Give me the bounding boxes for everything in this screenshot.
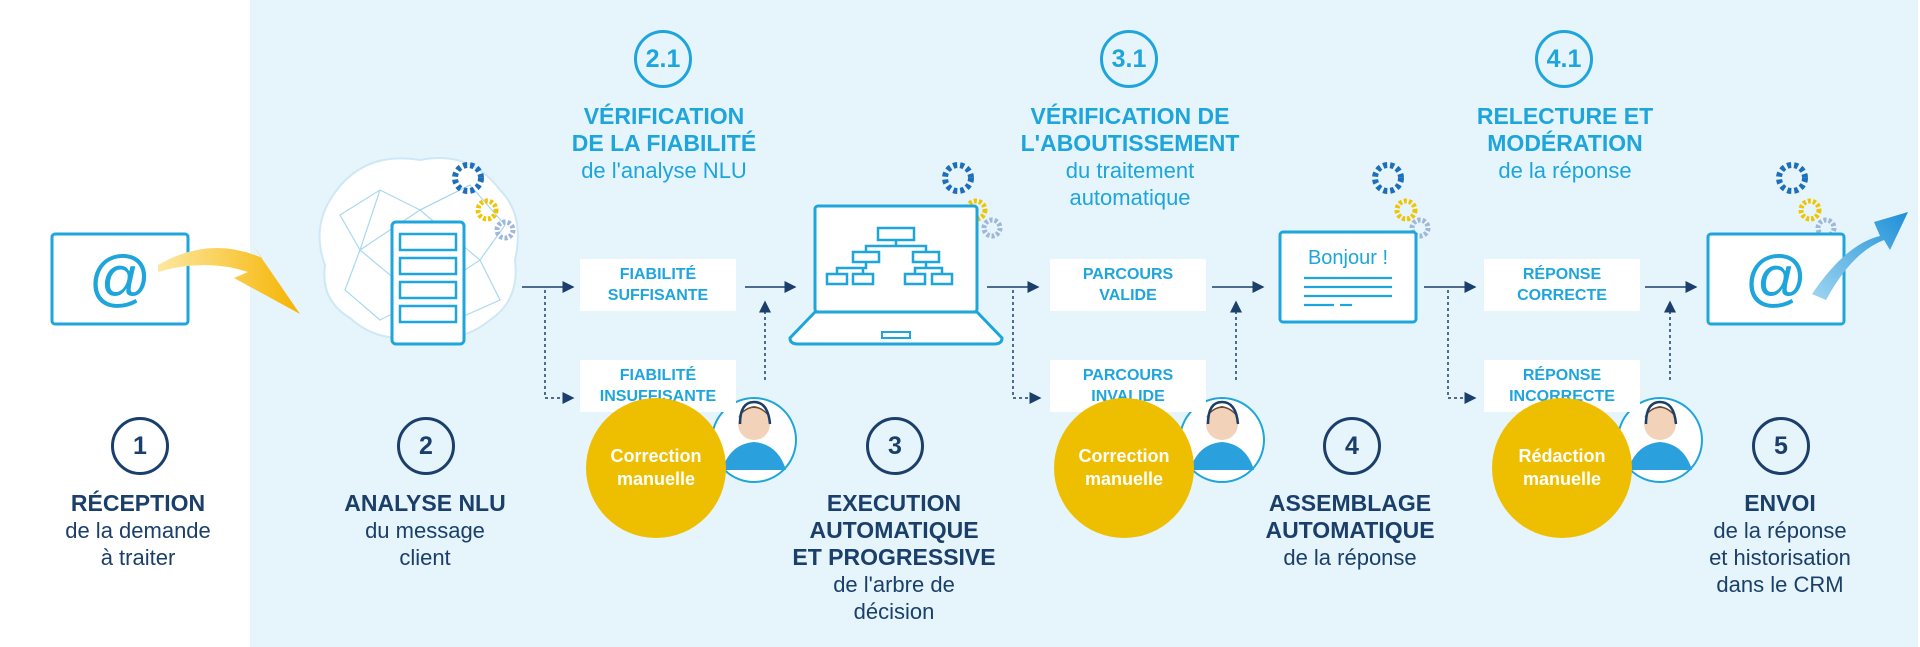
step-subtitle: de l'arbre de	[833, 572, 955, 597]
document-greeting: Bonjour !	[1307, 247, 1389, 269]
label-line: VALIDE	[1099, 287, 1157, 304]
label-line: FIABILITÉ	[619, 266, 697, 283]
label-line: CORRECTE	[1517, 287, 1607, 304]
agent-avatar-2	[1179, 397, 1265, 483]
incoming-arrow-icon	[158, 244, 300, 314]
step-title: RÉCEPTION	[70, 490, 206, 516]
manual-line: Correction	[610, 446, 702, 466]
step-subtitle: de la réponse	[1713, 518, 1847, 543]
label-line: SUFFISANTE	[607, 287, 709, 304]
server-icon	[390, 220, 466, 346]
label-reponse-incorrecte: RÉPONSE INCORRECTE	[1484, 360, 1640, 412]
label-parcours-valide: PARCOURS VALIDE	[1050, 259, 1206, 311]
email-icon-outbox	[1706, 232, 1846, 326]
step-title: ASSEMBLAGE	[1268, 490, 1432, 516]
check-caption-4-1: RELECTURE ET MODÉRATION de la réponse	[1445, 103, 1685, 184]
check-title-line: RELECTURE ET	[1476, 103, 1654, 129]
label-line: PARCOURS	[1082, 367, 1174, 384]
label-line: INSUFFISANTE	[599, 388, 717, 405]
step-number-4: 4	[1323, 417, 1381, 475]
laptop-icon	[788, 204, 1004, 346]
manual-line: Rédaction	[1518, 446, 1606, 466]
check-title-line: L'ABOUTISSEMENT	[1020, 130, 1240, 156]
label-line: RÉPONSE	[1522, 266, 1602, 283]
check-subtitle: de l'analyse NLU	[581, 158, 747, 183]
step-subtitle: et historisation	[1709, 545, 1851, 570]
step-title: ET PROGRESSIVE	[792, 544, 996, 570]
step-title: AUTOMATIQUE	[1265, 517, 1435, 543]
step-title: ENVOI	[1744, 490, 1816, 516]
gears-icon-3	[1372, 162, 1431, 239]
label-reponse-correcte: RÉPONSE CORRECTE	[1484, 259, 1640, 311]
step-subtitle: de la réponse	[1283, 545, 1417, 570]
label-line: PARCOURS	[1082, 266, 1174, 283]
manual-correction-circle-2: Correction manuelle	[1054, 398, 1194, 538]
step-number-3: 3	[866, 417, 924, 475]
gears-icon-2	[942, 162, 1003, 239]
check-number-4-1: 4.1	[1535, 30, 1593, 88]
step-title: ANALYSE NLU	[344, 490, 506, 516]
outgoing-arrow-icon	[1812, 212, 1908, 300]
step-subtitle: dans le CRM	[1716, 572, 1844, 597]
step-number-2: 2	[397, 417, 455, 475]
fallback-arrows	[544, 290, 1676, 404]
manual-writing-circle: Rédaction manuelle	[1492, 398, 1632, 538]
label-line: INCORRECTE	[1509, 388, 1615, 405]
manual-line: manuelle	[616, 469, 696, 489]
check-title-line: VÉRIFICATION	[583, 103, 745, 129]
agent-avatar-3	[1617, 397, 1703, 483]
step-subtitle: client	[399, 545, 451, 570]
label-line: RÉPONSE	[1522, 367, 1602, 384]
check-caption-2-1: VÉRIFICATION DE LA FIABILITÉ de l'analys…	[544, 103, 784, 184]
email-at-symbol-inbox: @	[88, 244, 152, 313]
agent-avatar-1	[711, 397, 797, 483]
step-caption-3: EXECUTION AUTOMATIQUE ET PROGRESSIVE de …	[774, 490, 1014, 625]
check-title-line: VÉRIFICATION DE	[1030, 103, 1230, 129]
check-title-line: DE LA FIABILITÉ	[571, 130, 757, 156]
step-caption-5: ENVOI de la réponse et historisation dan…	[1665, 490, 1895, 598]
check-number-2-1: 2.1	[634, 30, 692, 88]
manual-correction-circle-1: Correction manuelle	[586, 398, 726, 538]
email-icon-inbox	[50, 232, 190, 326]
process-panel	[250, 0, 1918, 647]
manual-line: manuelle	[1084, 469, 1164, 489]
step-title: EXECUTION	[826, 490, 962, 516]
step-title: AUTOMATIQUE	[809, 517, 979, 543]
step-caption-1: RÉCEPTION de la demande à traiter	[28, 490, 248, 571]
step-number-5: 5	[1752, 417, 1810, 475]
step-caption-2: ANALYSE NLU du message client	[310, 490, 540, 571]
step-subtitle: à traiter	[100, 545, 176, 570]
check-number-3-1: 3.1	[1100, 30, 1158, 88]
check-subtitle: du traitement	[1065, 158, 1195, 183]
step-subtitle: du message	[365, 518, 485, 543]
gears-icon-1	[452, 162, 516, 241]
check-subtitle: de la réponse	[1498, 158, 1632, 183]
step-number-1: 1	[111, 417, 169, 475]
label-fiabilite-suffisante: FIABILITÉ SUFFISANTE	[580, 259, 736, 311]
label-line: FIABILITÉ	[619, 367, 697, 384]
step-subtitle: décision	[853, 599, 935, 624]
document-icon	[1278, 230, 1418, 324]
label-fiabilite-insuffisante: FIABILITÉ INSUFFISANTE	[580, 360, 736, 412]
email-at-symbol-outbox: @	[1744, 244, 1808, 313]
step-subtitle: de la demande	[65, 518, 211, 543]
manual-line: Correction	[1078, 446, 1170, 466]
check-caption-3-1: VÉRIFICATION DE L'ABOUTISSEMENT du trait…	[1000, 103, 1260, 211]
gears-icon-4	[1776, 162, 1837, 239]
check-title-line: MODÉRATION	[1487, 130, 1643, 156]
step-caption-4: ASSEMBLAGE AUTOMATIQUE de la réponse	[1230, 490, 1470, 571]
manual-line: manuelle	[1522, 469, 1602, 489]
check-subtitle: automatique	[1069, 185, 1191, 210]
